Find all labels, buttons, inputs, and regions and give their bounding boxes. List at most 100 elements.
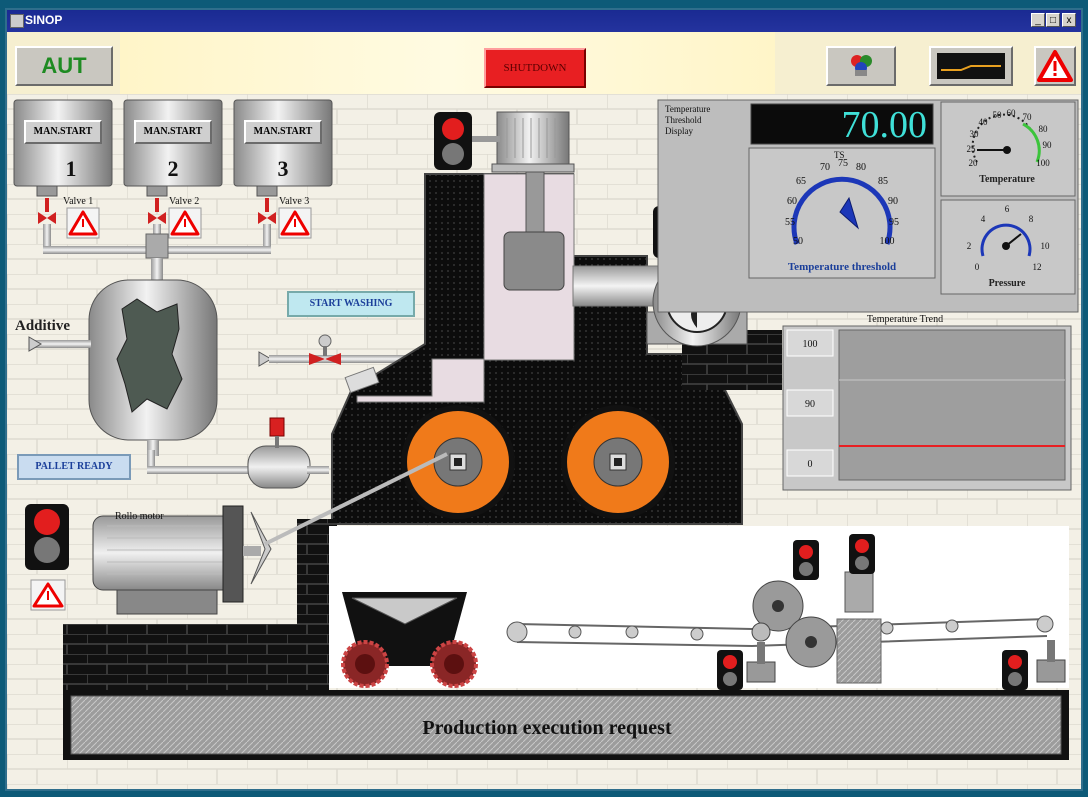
trend-title: Temperature Trend bbox=[867, 314, 943, 325]
threshold-caption-1: Temperature bbox=[665, 104, 710, 114]
threshold-tick: 60 bbox=[787, 196, 797, 207]
tank-1-number: 1 bbox=[66, 156, 77, 181]
title-bar: SINOP _ □ x bbox=[7, 10, 1081, 32]
threshold-gauge-arc bbox=[791, 176, 893, 245]
valve-3-warning-icon[interactable] bbox=[278, 207, 312, 239]
temperature-tick: 25 bbox=[967, 144, 977, 154]
trend-y-label: 100 bbox=[803, 339, 818, 350]
toolbar: AUT SHUTDOWN bbox=[7, 32, 1081, 94]
valve-1-icon[interactable] bbox=[38, 198, 56, 224]
additive-vessel bbox=[28, 279, 218, 456]
temperature-tick: 40 bbox=[979, 117, 989, 127]
threshold-tick: 65 bbox=[796, 176, 806, 187]
shutdown-button[interactable]: SHUTDOWN bbox=[484, 48, 586, 88]
tank-3-number: 3 bbox=[278, 156, 289, 181]
conveyor-motor-2 bbox=[1036, 640, 1066, 683]
washing-valve-icon[interactable] bbox=[309, 353, 341, 365]
threshold-tick: 75 bbox=[838, 158, 848, 169]
window-title: SINOP bbox=[25, 13, 63, 27]
threshold-tick: 55 bbox=[785, 217, 795, 228]
pressure-tick: 10 bbox=[1041, 241, 1051, 251]
temperature-tick: 50 bbox=[993, 110, 1003, 120]
production-request-label: Production execution request bbox=[422, 717, 672, 739]
threshold-tick: 50 bbox=[793, 236, 803, 247]
trend-y-label: 0 bbox=[808, 459, 813, 470]
threshold-ts-label: TS bbox=[834, 150, 845, 160]
threshold-tick: 80 bbox=[856, 162, 866, 173]
conveyor-motor-1 bbox=[746, 642, 776, 683]
threshold-tick: 85 bbox=[878, 176, 888, 187]
threshold-caption-2: Threshold bbox=[665, 115, 702, 125]
conveyor-signal-light-2-icon bbox=[849, 534, 875, 574]
man-start-3-button[interactable]: MAN.START bbox=[244, 120, 322, 144]
rollo-motor-label: Rollo motor bbox=[115, 511, 164, 522]
press-rollers bbox=[751, 554, 882, 684]
network-button[interactable] bbox=[826, 46, 896, 86]
production-request-button[interactable] bbox=[70, 695, 1062, 755]
tank-2 bbox=[123, 99, 223, 197]
motor-signal-light-icon bbox=[25, 504, 69, 570]
maximize-button[interactable]: □ bbox=[1046, 13, 1060, 27]
motor-warning-icon[interactable] bbox=[30, 579, 66, 611]
pressure-tick: 8 bbox=[1029, 214, 1034, 224]
grinder-roller-right bbox=[561, 405, 675, 519]
threshold-tick: 95 bbox=[889, 217, 899, 228]
mixer-motor bbox=[491, 111, 575, 291]
start-washing-button[interactable]: START WASHING bbox=[287, 291, 415, 317]
grinder-roller-left bbox=[401, 405, 515, 519]
pressure-tick: 12 bbox=[1033, 262, 1042, 272]
additive-label: Additive bbox=[15, 318, 70, 334]
threshold-caption-3: Display bbox=[665, 126, 693, 136]
trend-view-button[interactable] bbox=[929, 46, 1013, 86]
trend-display-icon bbox=[937, 53, 1005, 79]
digital-display bbox=[750, 103, 934, 145]
temperature-tick: 90 bbox=[1043, 140, 1053, 150]
tank-3 bbox=[233, 99, 333, 197]
hmi-window: SINOP _ □ x AUT SHUTDOWN bbox=[5, 8, 1083, 791]
pressure-tick: 0 bbox=[975, 262, 980, 272]
temperature-tick: 30 bbox=[970, 129, 980, 139]
pressure-tick: 2 bbox=[967, 241, 972, 251]
valve-3-icon[interactable] bbox=[258, 198, 276, 224]
pallet-ready-button[interactable]: PALLET READY bbox=[17, 454, 131, 480]
temperature-tick: 80 bbox=[1039, 124, 1049, 134]
temperature-tick: 60 bbox=[1007, 108, 1017, 118]
toolbar-band bbox=[120, 32, 775, 94]
valve-2-label: Valve 2 bbox=[169, 196, 199, 207]
temperature-tick: 100 bbox=[1036, 158, 1050, 168]
mixer-signal-light-icon bbox=[434, 112, 500, 170]
trend-y-label: 90 bbox=[805, 399, 815, 410]
flow-meter bbox=[147, 417, 329, 489]
man-start-1-button[interactable]: MAN.START bbox=[24, 120, 102, 144]
process-canvas: 1 2 3 Valve 1 Valve 2 Valve 3 bbox=[7, 94, 1081, 789]
minimize-button[interactable]: _ bbox=[1031, 13, 1045, 27]
valve-1-label: Valve 1 bbox=[63, 196, 93, 207]
threshold-tick: 90 bbox=[888, 196, 898, 207]
valve-2-warning-icon[interactable] bbox=[168, 207, 202, 239]
valve-1-warning-icon[interactable] bbox=[66, 207, 100, 239]
conveyor-signal-light-3-icon bbox=[717, 650, 743, 690]
valve-2-icon[interactable] bbox=[148, 198, 166, 224]
hopper-cart bbox=[341, 592, 478, 688]
pressure-tick: 4 bbox=[981, 214, 986, 224]
pressure-gauge-title: Pressure bbox=[989, 278, 1026, 289]
threshold-gauge-needle bbox=[839, 196, 859, 230]
close-button[interactable]: x bbox=[1062, 13, 1076, 27]
pressure-tick: 6 bbox=[1005, 204, 1010, 214]
threshold-tick: 70 bbox=[820, 162, 830, 173]
process-diagram: 1 2 3 Valve 1 Valve 2 Valve 3 bbox=[7, 94, 1081, 789]
conveyor-signal-light-4-icon bbox=[1002, 650, 1028, 690]
temperature-tick: 20 bbox=[969, 158, 979, 168]
network-icon bbox=[851, 55, 872, 76]
aut-mode-button[interactable]: AUT bbox=[15, 46, 113, 86]
tank-2-number: 2 bbox=[168, 156, 179, 181]
conveyor-signal-light-1-icon bbox=[793, 540, 819, 580]
man-start-2-button[interactable]: MAN.START bbox=[134, 120, 212, 144]
tank-1 bbox=[13, 99, 113, 197]
alarm-button[interactable] bbox=[1034, 46, 1076, 86]
warning-icon bbox=[1037, 50, 1073, 82]
valve-3-label: Valve 3 bbox=[279, 196, 309, 207]
app-icon bbox=[10, 14, 24, 28]
pressure-gauge bbox=[940, 199, 1076, 295]
temperature-tick: 70 bbox=[1023, 112, 1033, 122]
